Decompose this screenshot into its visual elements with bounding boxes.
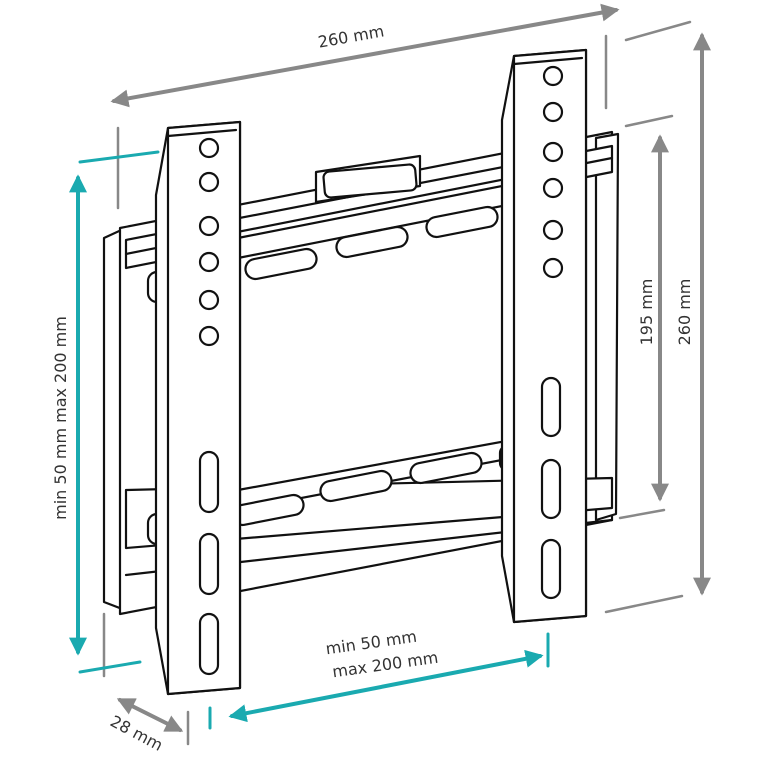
vertical-range-ext-bottom — [78, 660, 142, 674]
upper-slot-3 — [425, 205, 499, 239]
left-arm-slot-1 — [198, 450, 220, 514]
left-arm-hole-3 — [198, 215, 220, 237]
gray-dimensions — [102, 3, 711, 746]
right-vertical-arm — [500, 48, 588, 624]
wall-plate — [102, 130, 620, 616]
right-arm-hole-4 — [542, 177, 564, 199]
right-arm-slot-1 — [540, 376, 562, 438]
right-arm-slot-2 — [540, 458, 562, 520]
top-width-label: 260 mm — [317, 21, 386, 51]
left-arm-hole-2 — [198, 171, 220, 193]
upper-slot-2 — [335, 225, 409, 259]
right-arm-hole-1 — [542, 65, 564, 87]
right-height-label: 260 mm — [675, 279, 694, 346]
vertical-range-label: min 50 mm max 200 mm — [51, 316, 70, 520]
inner-panel-lip-bottom — [236, 438, 514, 492]
right-arm-hole-3 — [542, 141, 564, 163]
left-arm-hole-6 — [198, 325, 220, 347]
locking-bar — [314, 154, 422, 204]
right-height-ext-top — [624, 20, 692, 42]
wall-plate-right-flange — [594, 132, 620, 522]
right-arm-hole-5 — [542, 219, 564, 241]
lower-slot-3 — [409, 451, 483, 485]
left-arm-slot-2 — [198, 532, 220, 596]
rail-span-ext-bottom — [618, 508, 666, 520]
left-arm-top-lip — [166, 128, 238, 138]
left-arm-hole-1 — [198, 137, 220, 159]
left-arm-hole-4 — [198, 251, 220, 273]
right-arm-hole-6 — [542, 257, 564, 279]
right-height-ext-bottom — [604, 594, 684, 614]
locking-bar-handle — [322, 163, 418, 199]
teal-dimensions — [69, 150, 550, 730]
left-vertical-arm — [154, 120, 242, 696]
rail-span-ext-top — [624, 114, 674, 128]
horizontal-range-dimension-line — [228, 649, 544, 723]
lower-slot-2 — [319, 469, 393, 503]
right-arm-face — [512, 48, 588, 624]
left-arm-hole-5 — [198, 289, 220, 311]
rail-span-label: 195 mm — [637, 279, 656, 346]
left-arm-face — [166, 120, 242, 696]
vertical-range-ext-top — [78, 150, 160, 164]
top-width-dimension-line — [110, 3, 620, 108]
right-arm-slot-3 — [540, 538, 562, 600]
right-arm-hole-2 — [542, 101, 564, 123]
upper-slot-1 — [244, 247, 318, 281]
left-arm-slot-3 — [198, 612, 220, 676]
depth-dimension-line — [116, 698, 184, 732]
